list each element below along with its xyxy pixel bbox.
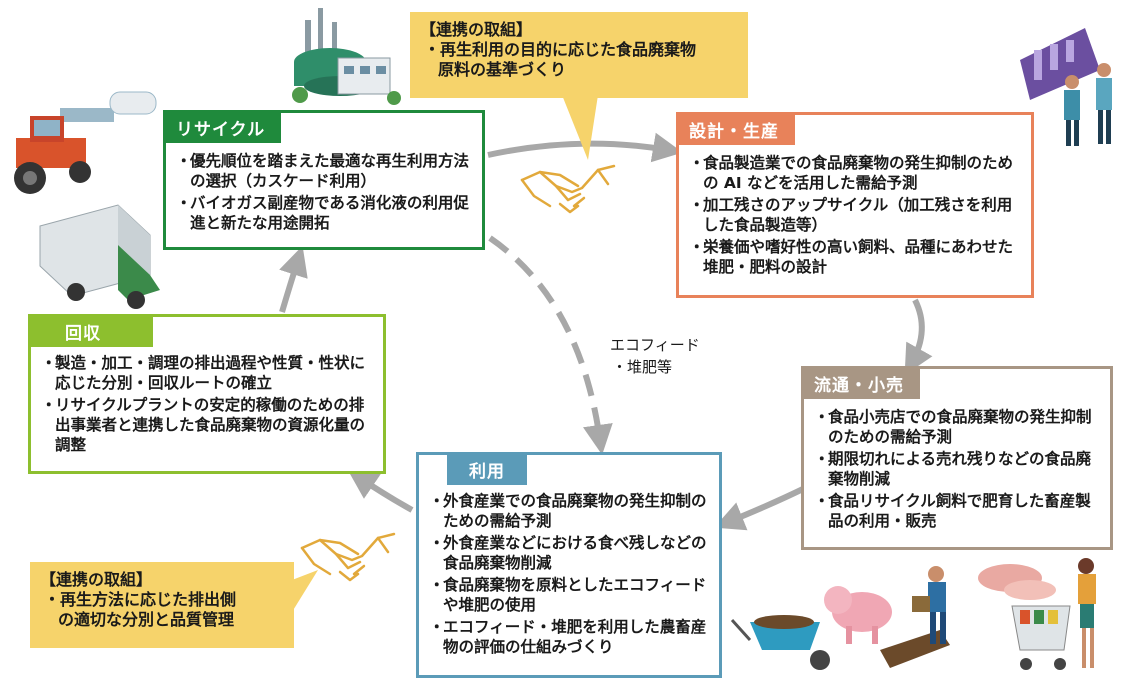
stage-use: 利用 外食産業での食品廃棄物の発生抑制のための需給予測 外食産業などにおける食べ… — [416, 452, 722, 678]
ecofeed-label: エコフィード ・堆肥等 — [610, 334, 700, 378]
meat-illustration — [978, 564, 1056, 600]
use-item: エコフィード・堆肥を利用した農畜産物の評価の仕組みづくり — [429, 617, 711, 657]
arrow-recycle-to-design — [487, 132, 683, 163]
use-item: 食品廃棄物を原料としたエコフィードや堆肥の使用 — [429, 575, 711, 615]
stage-recycle-title: リサイクル — [166, 113, 282, 143]
design-item: 栄養価や嗜好性の高い飼料、品種にあわせた堆肥・肥料の設計 — [689, 237, 1023, 277]
ecofeed-label-line-1: エコフィード — [610, 336, 700, 354]
stage-collect-title: 回収 — [31, 317, 153, 347]
callout-top: 【連携の取組】 ・再生利用の目的に応じた食品廃棄物 原料の基準づくり — [410, 12, 748, 98]
callout-bottom-line-2: の適切な分別と品質管理 — [58, 610, 235, 629]
arrow-collect-to-recycle — [279, 245, 308, 313]
design-item: 食品製造業での食品廃棄物の発生抑制のための AI などを活用した需給予測 — [689, 153, 1023, 193]
callout-top-line-2: 原料の基準づくり — [438, 60, 567, 79]
retail-item: 期限切れによる売れ残りなどの食品廃棄物削減 — [814, 449, 1102, 489]
stage-use-title: 利用 — [447, 455, 527, 485]
use-item: 外食産業などにおける食べ残しなどの食品廃棄物削減 — [429, 533, 711, 573]
use-item: 外食産業での食品廃棄物の発生抑制のための需給予測 — [429, 491, 711, 531]
handshake-icon-bottom — [300, 532, 396, 582]
shopper-cart-illustration — [1011, 558, 1096, 670]
arrow-design-to-retail — [904, 298, 933, 376]
truck-illustration — [39, 204, 160, 309]
arrow-use-to-collect — [347, 469, 414, 513]
handshake-icon-top — [520, 164, 616, 214]
stage-recycle: リサイクル 優先順位を踏まえた最適な再生利用方法の選択（カスケード利用） バイオ… — [163, 110, 485, 250]
retail-item: 食品小売店での食品廃棄物の発生抑制のための需給予測 — [814, 407, 1102, 447]
arrow-retail-to-use — [714, 485, 807, 531]
retail-item: 食品リサイクル飼料で肥育した畜産製品の利用・販売 — [814, 491, 1102, 531]
biogas-plant-illustration — [292, 8, 401, 105]
analytics-team-illustration — [1020, 28, 1112, 146]
stage-retail: 流通・小売 食品小売店での食品廃棄物の発生抑制のための需給予測 期限切れによる売… — [801, 366, 1113, 550]
collect-item: リサイクルプラントの安定的稼働のための排出事業者と連携した食品廃棄物の資源化量の… — [41, 395, 375, 455]
callout-top-title: 【連携の取組】 — [420, 20, 533, 39]
callout-bottom-pointer — [292, 570, 318, 612]
recycle-item: 優先順位を踏まえた最適な再生利用方法の選択（カスケード利用） — [176, 151, 474, 191]
callout-top-pointer — [562, 95, 598, 160]
stage-design: 設計・生産 食品製造業での食品廃棄物の発生抑制のための AI などを活用した需給… — [676, 112, 1034, 298]
stage-collect: 回収 製造・加工・調理の排出過程や性質・性状に応じた分別・回収ルートの確立 リサ… — [28, 314, 386, 474]
pig-farmer-illustration — [824, 566, 950, 668]
callout-bottom: 【連携の取組】 ・再生方法に応じた排出側 の適切な分別と品質管理 — [30, 562, 294, 648]
stage-design-title: 設計・生産 — [679, 115, 795, 145]
recycle-item: バイオガス副産物である消化液の利用促進と新たな用途開拓 — [176, 193, 474, 233]
stage-retail-title: 流通・小売 — [804, 369, 920, 399]
callout-bottom-title: 【連携の取組】 — [40, 570, 153, 589]
callout-bottom-line-1: ・再生方法に応じた排出側 — [44, 590, 237, 609]
wheelbarrow-illustration — [730, 615, 830, 670]
tractor-illustration — [14, 91, 157, 194]
callout-top-line-1: ・再生利用の目的に応じた食品廃棄物 — [424, 40, 697, 59]
design-item: 加工残さのアップサイクル（加工残さを利用した食品製造等） — [689, 195, 1023, 235]
collect-item: 製造・加工・調理の排出過程や性質・性状に応じた分別・回収ルートの確立 — [41, 353, 375, 393]
ecofeed-label-line-2: ・堆肥等 — [612, 358, 673, 376]
arrow-recycle-to-use-dashed — [488, 235, 613, 455]
